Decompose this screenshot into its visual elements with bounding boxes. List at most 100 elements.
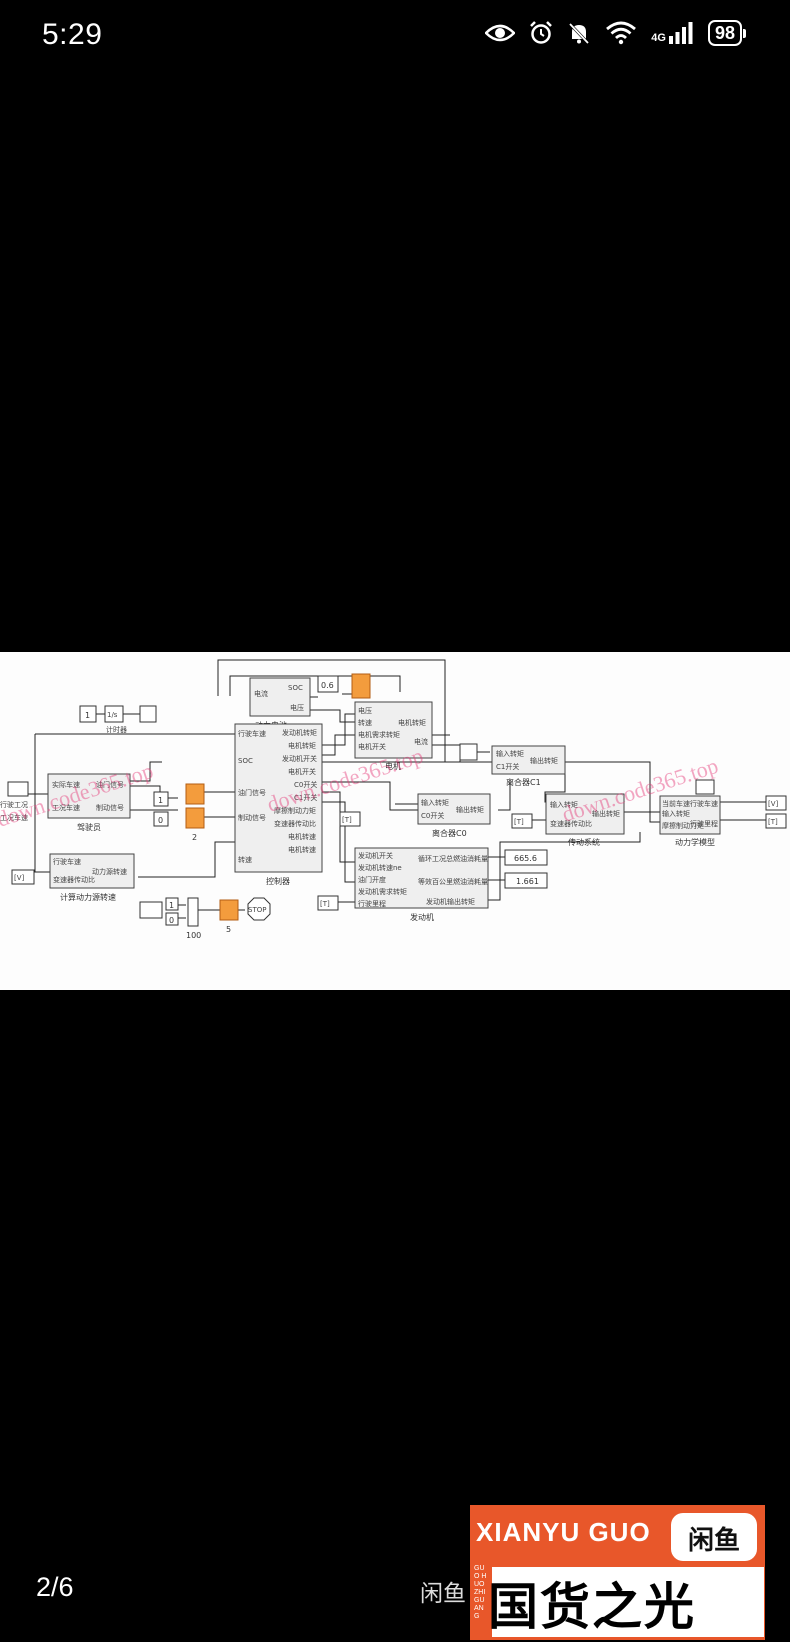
sum-block[interactable]: [459, 743, 478, 761]
motor-in4: 电机开关: [358, 742, 386, 751]
eng-in1: 发动机开关: [358, 851, 393, 860]
dynamics-block[interactable]: [659, 795, 721, 835]
mute-icon: [567, 21, 591, 45]
const-one-value: 1: [158, 796, 163, 805]
driver-out1: 油门信号: [96, 780, 124, 789]
stop-const-zero[interactable]: [165, 912, 179, 926]
transmission-block[interactable]: [545, 793, 625, 835]
engine-block[interactable]: [354, 847, 489, 909]
dyn-in1: 当前车速: [662, 799, 690, 808]
goto-tag-right-2[interactable]: [765, 813, 787, 829]
stop-label: STOP: [248, 906, 266, 914]
ctrl-in2: SOC: [238, 757, 253, 765]
cycle-speed-label: 工况车速: [0, 813, 28, 822]
ctrl-out9: 电机转速: [288, 832, 316, 841]
battery-level: 98: [707, 20, 742, 46]
motor-in3: 电机需求转矩: [358, 730, 400, 739]
eng-in3: 油门开度: [358, 875, 386, 884]
dyn-in3: 摩擦制动力矩: [662, 821, 704, 830]
integrator-block[interactable]: [104, 705, 124, 723]
switch-2[interactable]: [185, 807, 205, 829]
xianyu-logo: 闲鱼: [671, 1513, 757, 1561]
fuel-per100-display: [504, 872, 548, 889]
const-zero[interactable]: [153, 811, 169, 827]
ctrl-out8: 变速器传动比: [274, 819, 316, 828]
fuel-total-value: 665.6: [514, 854, 537, 863]
battery-icon: 98: [707, 20, 746, 46]
motor-out2: 电流: [414, 737, 428, 746]
status-icons: 4G 98: [485, 20, 746, 46]
switch-block[interactable]: [351, 673, 371, 699]
integrator-label: 1/s: [107, 711, 118, 719]
calc-in2: 变速器传动比: [53, 875, 95, 884]
ctrl-in5: 转速: [238, 855, 252, 864]
motor-out1: 电机转矩: [398, 718, 426, 727]
goto-right-1-label: [V]: [768, 800, 779, 808]
status-bar: 5:29 4G 98: [0, 0, 790, 74]
c0-in2: C0开关: [421, 811, 444, 820]
motor-in2: 转速: [358, 718, 372, 727]
scope-block[interactable]: [139, 705, 157, 723]
stop-switch[interactable]: [219, 899, 239, 921]
motor-title: 电机: [385, 761, 401, 771]
page-counter: 2/6: [36, 1572, 74, 1602]
ctrl-out6: C1开关: [294, 793, 317, 802]
trans-title: 传动系统: [568, 837, 600, 847]
eng-out1: 循环工况总燃油消耗量: [418, 854, 488, 863]
clock-source[interactable]: [79, 705, 97, 723]
goto-tag-trans[interactable]: [511, 813, 533, 829]
promo-main-text: 国货之光: [488, 1579, 696, 1635]
wifi-icon: [605, 21, 637, 45]
stop-const-zero-value: 0: [169, 916, 174, 925]
promo-banner[interactable]: XIANYU GUO 闲鱼 GUO HUO ZHI GUANG 国货之光: [470, 1505, 765, 1640]
motor-block[interactable]: [354, 701, 433, 759]
goto-tag-left[interactable]: [11, 869, 35, 885]
calc-title: 计算动力源转速: [60, 892, 116, 902]
switch-2-label: 2: [192, 833, 197, 842]
ctrl-out10: 电机转速: [288, 845, 316, 854]
calc-speed-block[interactable]: [49, 853, 135, 889]
battery-volt-label: 电压: [290, 703, 304, 712]
eng-in5: 行驶里程: [358, 899, 386, 908]
ctrl-out1: 发动机转矩: [282, 728, 317, 737]
ctrl-out3: 发动机开关: [282, 754, 317, 763]
const-one[interactable]: [153, 791, 169, 807]
trans-in2: 变速器传动比: [550, 819, 592, 828]
goto-tag-mid-label: [T]: [342, 816, 352, 824]
soc-init-constant[interactable]: [317, 675, 339, 693]
goto-right-2-label: [T]: [768, 818, 778, 826]
clutch-c1-block[interactable]: [491, 745, 566, 775]
c0-title: 离合器C0: [432, 828, 467, 838]
network-type: 4G: [651, 32, 666, 44]
from-tag-dyn[interactable]: [695, 779, 715, 795]
from-tag-stop[interactable]: [139, 901, 163, 919]
switch-1[interactable]: [185, 783, 205, 805]
compare-block[interactable]: [187, 897, 199, 927]
battery-block[interactable]: [249, 677, 311, 717]
battery-soc-label: SOC: [288, 684, 303, 692]
controller-block[interactable]: [234, 723, 323, 873]
c0-out: 输出转矩: [456, 805, 484, 814]
diagram-image[interactable]: 电流 SOC 电压 动力电池 0.6 1 1/s 计时器 实际车速 工况车速 油…: [0, 652, 790, 990]
eye-icon: [485, 23, 516, 43]
ctrl-in4: 制动信号: [238, 813, 266, 822]
stop-switch-label: 5: [226, 925, 231, 934]
alarm-icon: [529, 21, 553, 45]
c1-out: 输出转矩: [530, 756, 558, 765]
battery-in-label: 电流: [254, 689, 268, 698]
ctrl-in1: 行驶车速: [238, 729, 266, 738]
drive-cycle-source[interactable]: [7, 781, 29, 797]
from-tag-engine[interactable]: [317, 895, 339, 911]
trans-out: 输出转矩: [592, 809, 620, 818]
stop-block[interactable]: [247, 897, 271, 921]
dyn-out1: 行驶车速: [690, 799, 718, 808]
stop-const-one[interactable]: [165, 897, 179, 911]
driver-out2: 制动信号: [96, 803, 124, 812]
clutch-c0-block[interactable]: [417, 793, 491, 825]
goto-tag-left-label: [V]: [14, 874, 25, 882]
eng-in2: 发动机转速ne: [358, 863, 402, 872]
driver-block[interactable]: [47, 773, 131, 819]
goto-tag-right-1[interactable]: [765, 795, 787, 811]
soc-init-value: 0.6: [321, 681, 334, 690]
goto-tag-mid[interactable]: [339, 811, 361, 827]
